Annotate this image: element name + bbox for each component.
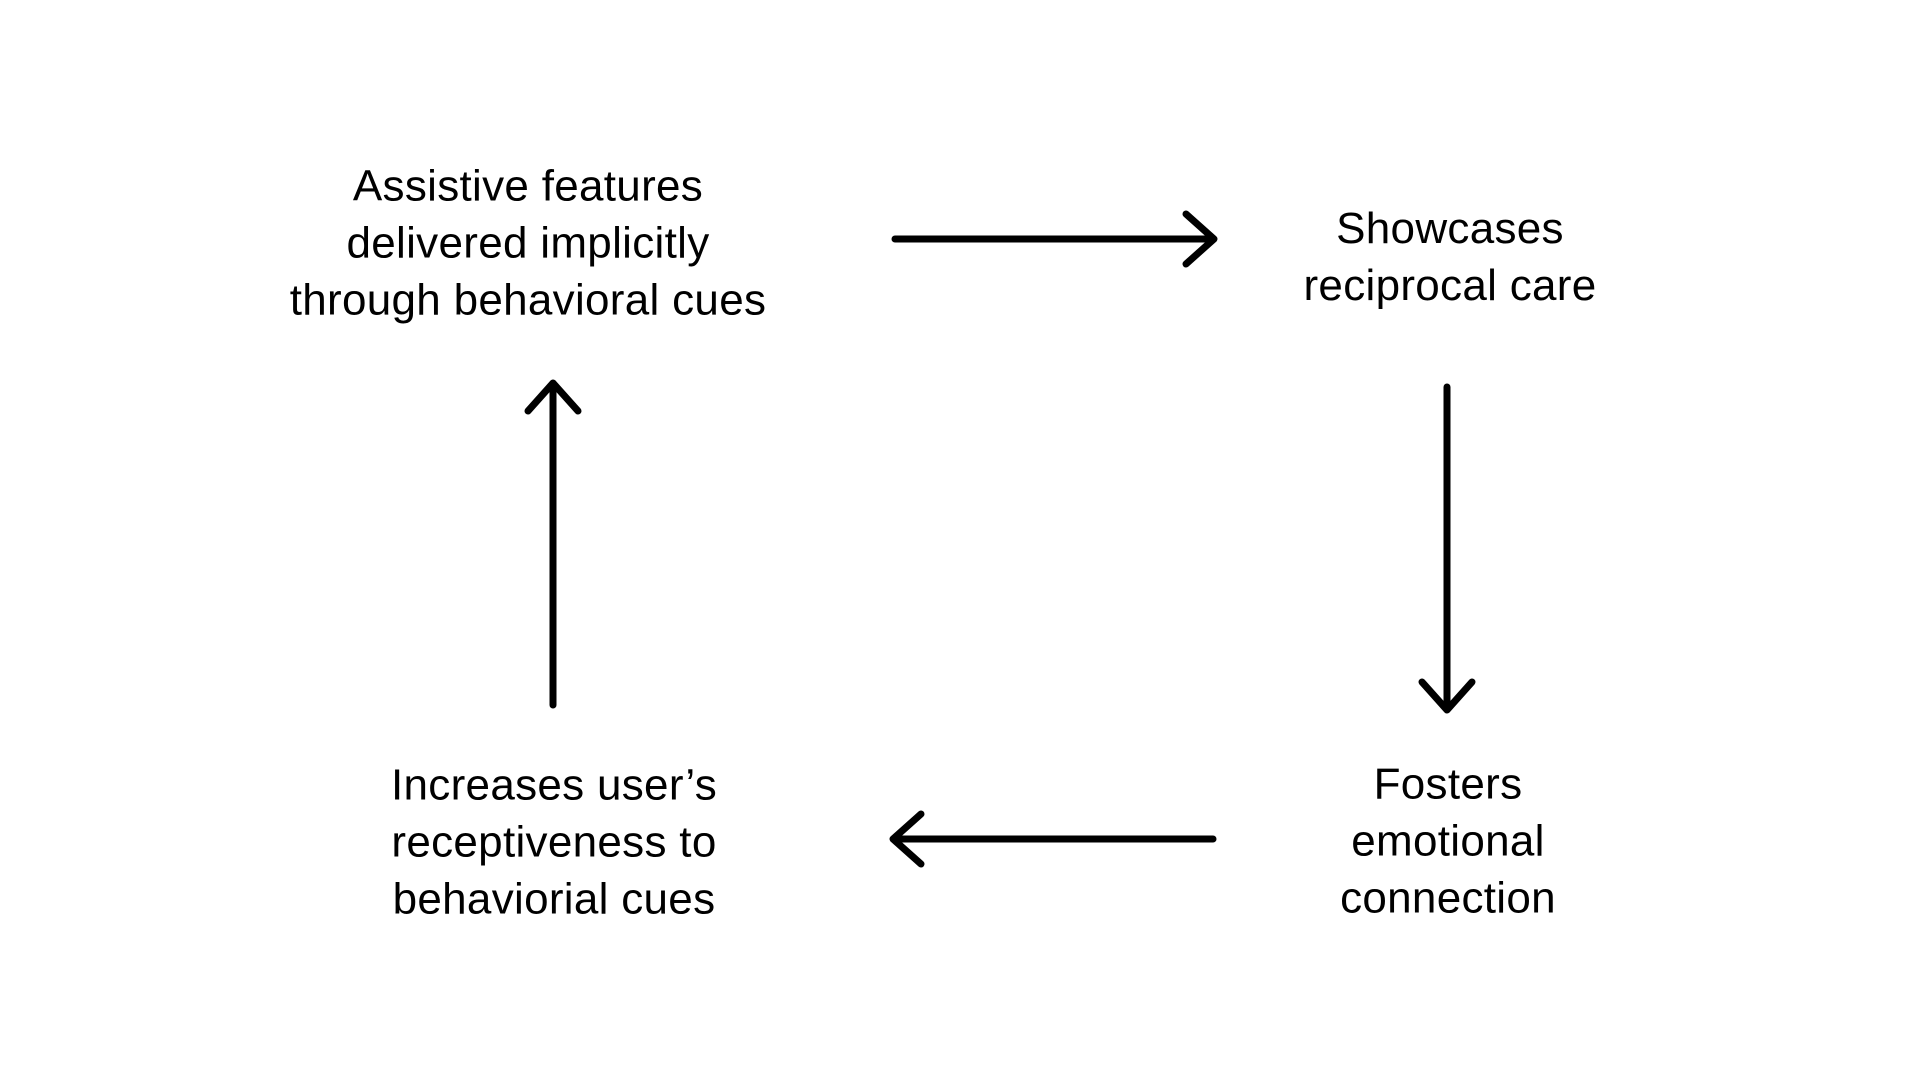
arrow-up-icon bbox=[524, 379, 582, 709]
node-increases-receptiveness: Increases user’s receptiveness to behavi… bbox=[391, 760, 717, 924]
arrow-right-icon bbox=[891, 210, 1218, 268]
node-fosters-emotional-connection: Fosters emotional connection bbox=[1340, 759, 1556, 923]
arrow-down-icon bbox=[1418, 383, 1476, 714]
node-showcases-reciprocal-care: Showcases reciprocal care bbox=[1303, 204, 1597, 310]
arrow-left-icon bbox=[889, 810, 1217, 868]
node-assistive-features: Assistive features delivered implicitly … bbox=[289, 161, 767, 325]
